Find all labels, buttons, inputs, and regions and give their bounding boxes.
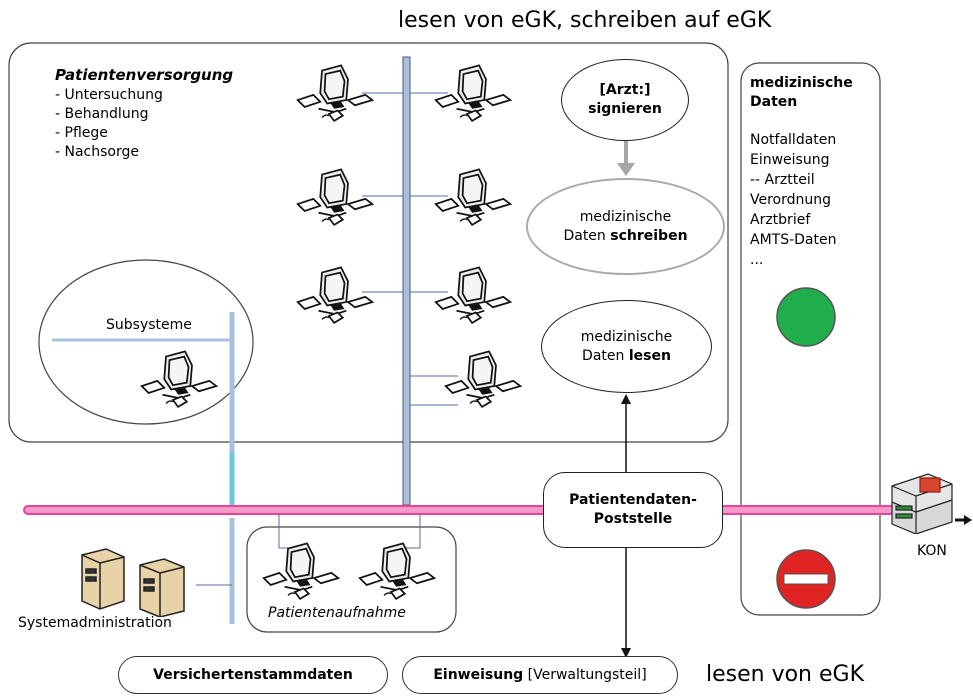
- care-item: - Pflege: [55, 125, 108, 141]
- workstation-icon: [434, 62, 512, 126]
- no-entry-sign-icon: [776, 549, 836, 609]
- medical-item: Einweisung: [750, 152, 830, 168]
- einweisung-rest: [Verwaltungsteil]: [523, 667, 647, 683]
- workstation-icon: [140, 348, 218, 412]
- einweisung-box: Einweisung [Verwaltungsteil]: [402, 656, 678, 694]
- medical-item: Arztbrief: [750, 212, 811, 228]
- workstation-icon: [444, 348, 522, 412]
- medical-item: -- Arztteil: [750, 172, 815, 188]
- server-icon: [81, 548, 185, 617]
- einweisung-bold: Einweisung: [433, 667, 524, 683]
- care-item: - Behandlung: [55, 106, 149, 122]
- read-line1: medizinische: [580, 328, 673, 345]
- workstation-icon: [296, 264, 374, 328]
- sign-line2: signieren: [588, 101, 662, 117]
- arrow-up-to-read: [621, 394, 631, 404]
- subsystems-label: Subsysteme: [106, 317, 192, 333]
- workstation-icon: [262, 540, 340, 604]
- arrow-down-to-einweisung: [621, 648, 631, 658]
- versichertenstammdaten-box: Versichertenstammdaten: [118, 656, 388, 694]
- admission-label: Patientenaufnahme: [268, 605, 406, 621]
- medical-item: Verordnung: [750, 192, 832, 208]
- medical-item: Notfalldaten: [750, 132, 837, 148]
- medical-panel-text: medizinische Daten Notfalldaten Einweisu…: [750, 74, 853, 270]
- poststelle-line2: Poststelle: [593, 511, 673, 527]
- patientenversorgung-section: Patientenversorgung - Untersuchung - Beh…: [55, 66, 233, 162]
- sysadmin-label: Systemadministration: [18, 615, 172, 631]
- title-top: lesen von eGK, schreiben auf eGK: [398, 8, 772, 33]
- sign-oval: [Arzt:] signieren: [561, 59, 689, 141]
- title-bottom-right: lesen von eGK: [706, 662, 865, 687]
- green-status-light-icon: [776, 287, 836, 347]
- network-bus: [23, 505, 895, 515]
- care-item: - Untersuchung: [55, 87, 163, 103]
- kon-label: KON: [917, 543, 947, 559]
- gray-arrow: [617, 163, 635, 176]
- care-item: - Nachsorge: [55, 144, 139, 160]
- main-vertical-bus: [402, 56, 411, 506]
- read-oval: medizinische Daten lesen: [541, 300, 712, 393]
- workstation-icon: [434, 264, 512, 328]
- medical-heading-line2: Daten: [750, 94, 798, 110]
- write-line1: medizinische: [579, 208, 672, 225]
- workstation-icon: [358, 540, 436, 604]
- medical-heading-line1: medizinische: [750, 75, 853, 91]
- read-prefix: Daten: [582, 347, 629, 364]
- konnektor-device-icon: [891, 473, 953, 534]
- workstation-icon: [434, 166, 512, 230]
- write-oval: medizinische Daten schreiben: [526, 178, 725, 275]
- write-prefix: Daten: [563, 227, 611, 244]
- poststelle-box: Patientendaten- Poststelle: [543, 472, 723, 548]
- workstation-icon: [296, 166, 374, 230]
- poststelle-line1: Patientendaten-: [569, 492, 697, 508]
- medical-item: AMTS-Daten: [750, 232, 837, 248]
- write-bold: schreiben: [610, 227, 688, 244]
- read-bold: lesen: [628, 347, 671, 364]
- workstation-icon: [296, 62, 374, 126]
- sign-line1: [Arzt:]: [599, 82, 651, 98]
- patientenversorgung-heading: Patientenversorgung: [55, 66, 234, 84]
- versicherten-label: Versichertenstammdaten: [153, 667, 353, 683]
- medical-item: ...: [750, 252, 764, 268]
